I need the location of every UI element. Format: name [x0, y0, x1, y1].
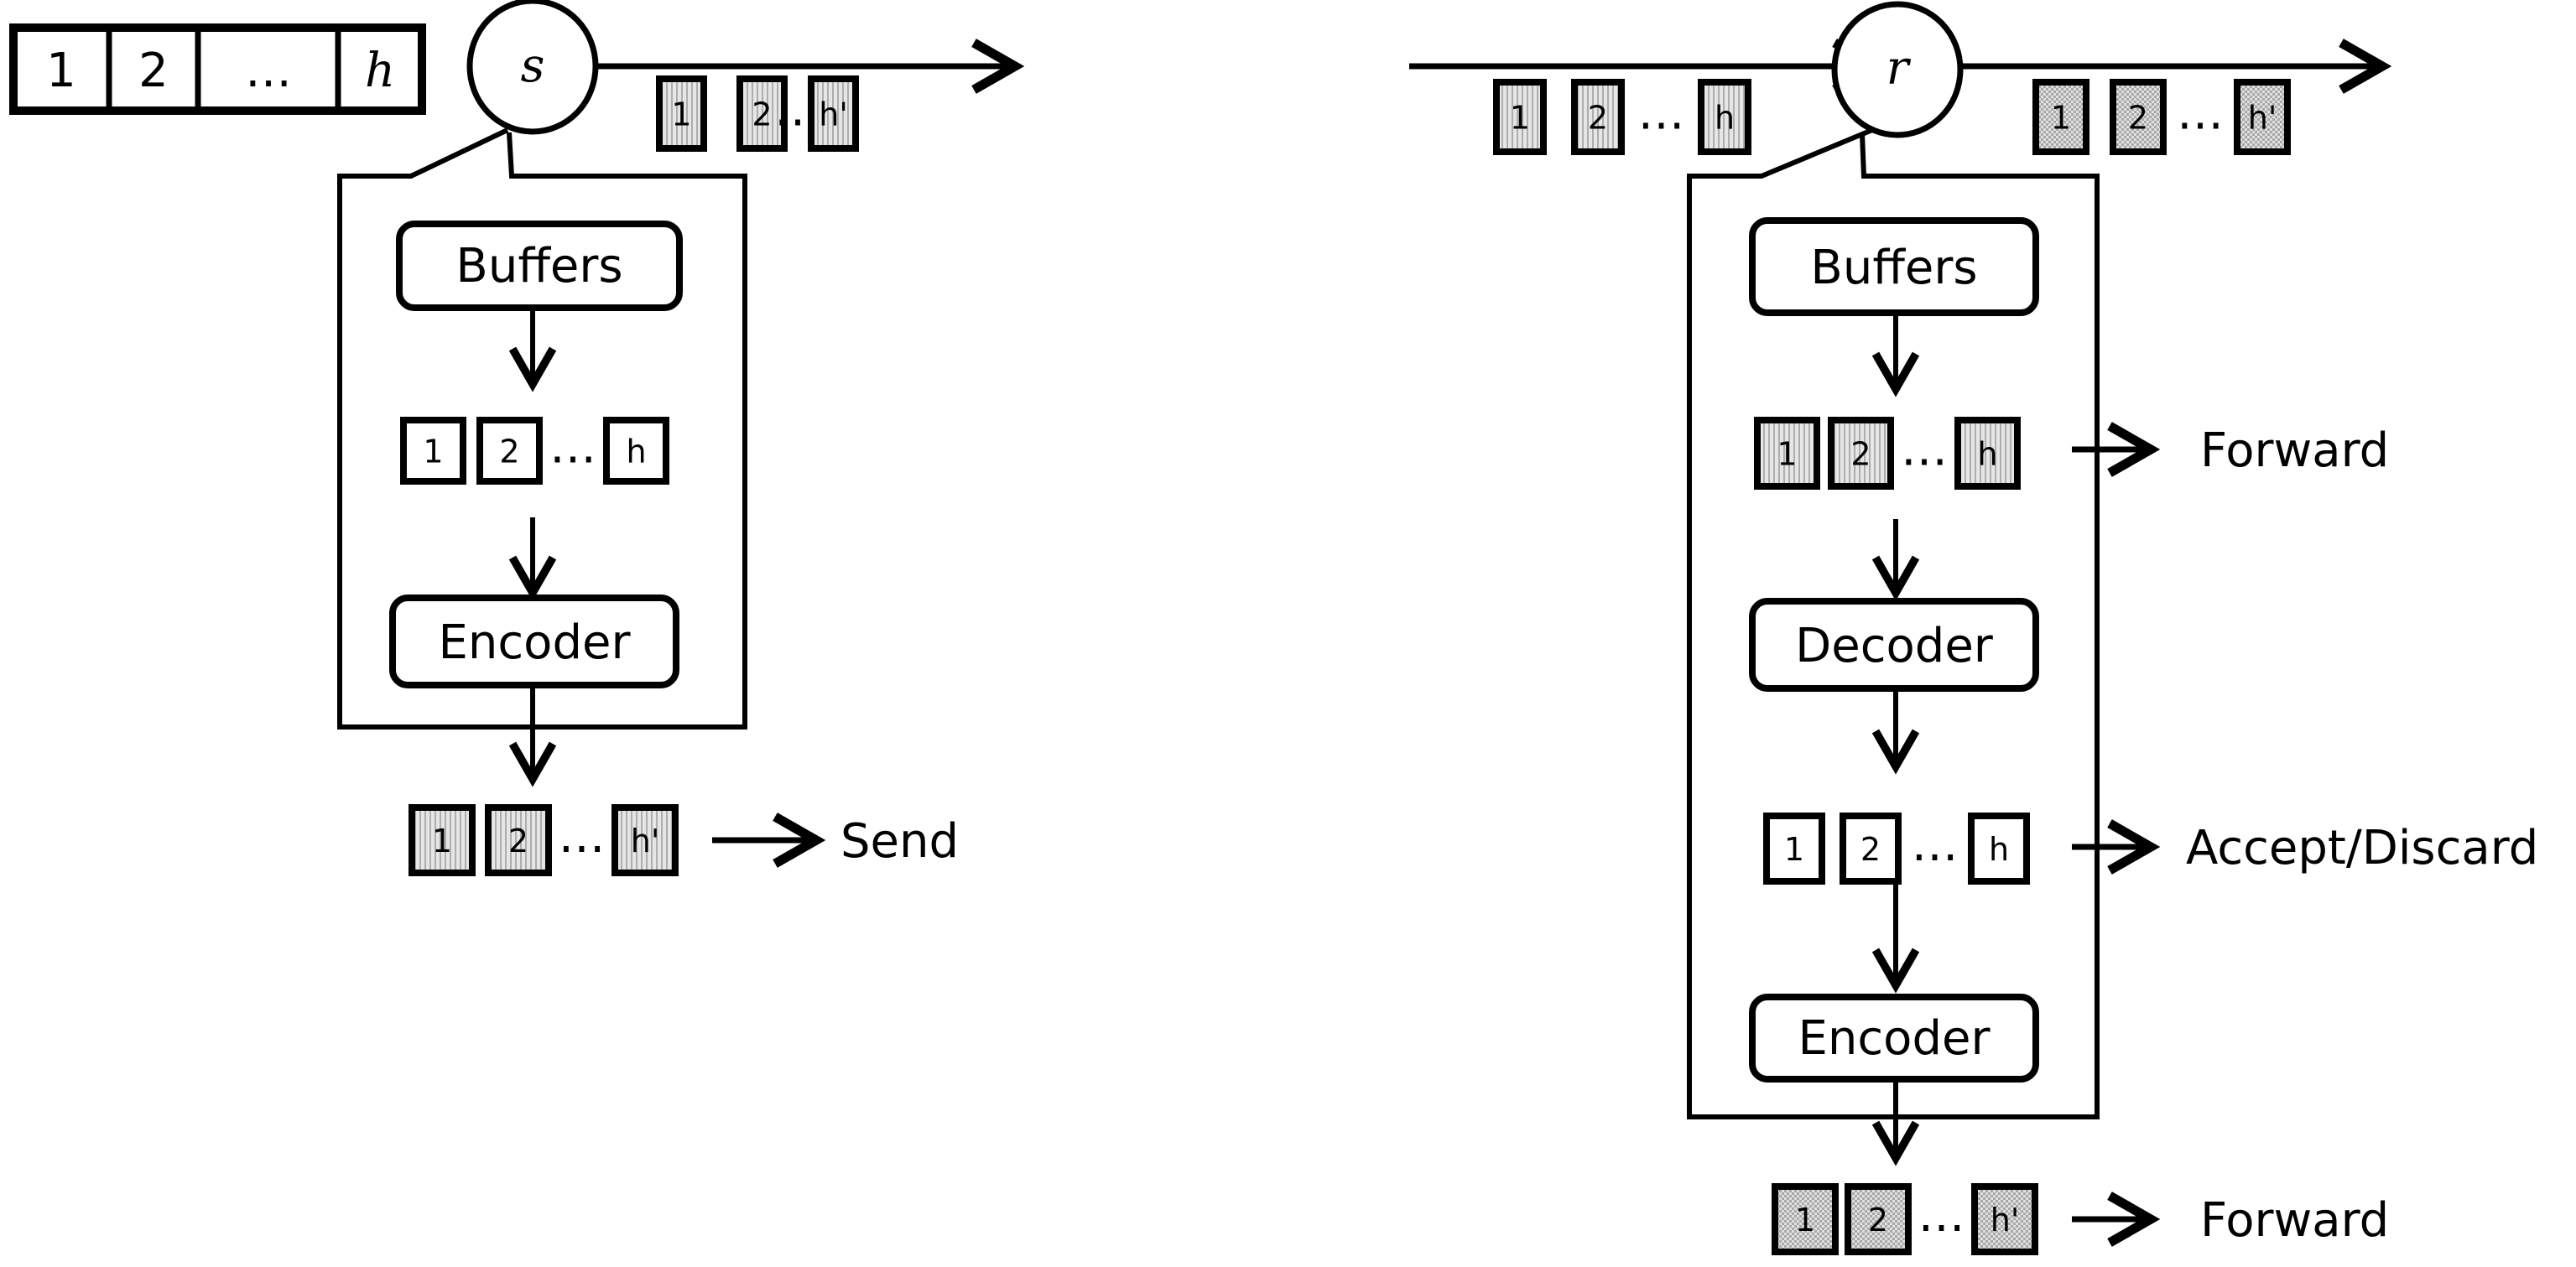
packet: [1698, 79, 1751, 155]
packet-label: 1: [423, 434, 443, 470]
accept-discard-label: Accept/Discard: [2186, 821, 2538, 875]
relay-encoder-label: Encoder: [1798, 1011, 1991, 1066]
packet-label: 1: [432, 823, 452, 859]
relay-in-packets: 1 2 … h: [1493, 79, 1751, 155]
sender-encoder-label: Encoder: [439, 615, 632, 670]
forward-label-2: Forward: [2200, 1193, 2389, 1248]
packet-label: h': [819, 96, 848, 133]
packet: [400, 417, 466, 485]
sender-node: s: [337, 0, 747, 730]
packet: [611, 804, 679, 876]
sender-encoder-box: Encoder: [389, 595, 679, 688]
sender-buffers-label: Buffers: [455, 239, 622, 293]
sender-encoded-packets: 1 2 … h': [409, 804, 679, 876]
packet: [603, 417, 669, 485]
relay-buffers-label: Buffers: [1810, 241, 1977, 295]
packet: [2110, 79, 2167, 155]
forward-label-1: Forward: [2200, 423, 2389, 478]
source-queue: 1 2 … h: [9, 23, 426, 115]
queue-cell-2: 2: [138, 44, 169, 98]
queue-cell-1: 1: [46, 44, 76, 98]
packet-label: 2: [1868, 1202, 1888, 1238]
packet-label: h': [2248, 100, 2277, 137]
packet-label: 1: [671, 96, 691, 133]
packet-label: 1: [1784, 831, 1804, 868]
packet-label: h': [1991, 1202, 2020, 1238]
packet: [1754, 417, 1820, 490]
packet-label: 2: [499, 434, 519, 470]
sender-buffer-packets: 1 2 … h: [400, 417, 669, 485]
packet: [1571, 79, 1625, 155]
packet-label: 1: [1795, 1202, 1815, 1238]
packet-ellipsis: …: [1901, 423, 1948, 477]
packet: [1845, 1183, 1912, 1255]
packet-label: 2: [2128, 100, 2148, 137]
send-label: Send: [840, 814, 959, 869]
sender-buffers-box: Buffers: [396, 221, 683, 311]
packet-label: h': [631, 823, 660, 859]
relay-recoded-packets: 1 2 … h': [1772, 1183, 2038, 1255]
relay-out-packets: 1 2 … h': [2032, 79, 2291, 155]
packet-ellipsis: …: [1918, 1188, 1965, 1243]
packet: [476, 417, 543, 485]
packet: [1971, 1183, 2038, 1255]
packet-ellipsis: …: [549, 420, 596, 475]
packet-ellipsis: …: [1912, 818, 1959, 872]
sender-node-label: s: [521, 39, 545, 93]
packet-ellipsis: …: [559, 809, 606, 864]
packet: [1772, 1183, 1839, 1255]
packet-ellipsis: …: [1638, 86, 1685, 141]
packet-label: h: [626, 434, 646, 470]
relay-decoder-label: Decoder: [1795, 619, 1994, 673]
packet-label: 2: [1860, 831, 1881, 868]
packet: [1840, 813, 1902, 885]
packet-label: 1: [1777, 436, 1797, 473]
queue-cell-ellipsis: …: [245, 44, 292, 98]
packet: [2032, 79, 2089, 155]
packet-label: 2: [1850, 436, 1871, 473]
relay-node-label: r: [1886, 41, 1912, 96]
packet-label: 1: [2051, 100, 2071, 137]
packet: [485, 804, 552, 876]
packet-label: h: [1989, 831, 2009, 868]
packet-label: 2: [752, 96, 772, 133]
packet-ellipsis: …: [2177, 86, 2224, 141]
packet: [736, 75, 788, 152]
packet: [656, 75, 707, 152]
packet: [1828, 417, 1894, 490]
relay-decoded-packets: 1 2 … h: [1763, 813, 2030, 885]
packet: [1493, 79, 1547, 155]
relay-encoder-box: Encoder: [1749, 994, 2039, 1083]
packet-label: h: [1977, 436, 1997, 473]
relay-decoder-box: Decoder: [1749, 598, 2039, 692]
packet: [409, 804, 476, 876]
packet: [1954, 417, 2021, 490]
relay-buffers-box: Buffers: [1749, 217, 2039, 316]
packet-label: 1: [1510, 100, 1530, 137]
packet: [1968, 813, 2030, 885]
relay-buffer-packets: 1 2 … h: [1754, 417, 2021, 490]
packet-label: h: [1715, 100, 1735, 137]
queue-cell-h: h: [365, 44, 395, 98]
packet: [808, 75, 859, 152]
packet: [1763, 813, 1825, 885]
packet-label: 2: [1588, 100, 1608, 137]
packet: [2234, 79, 2291, 155]
packet-label: 2: [508, 823, 528, 859]
